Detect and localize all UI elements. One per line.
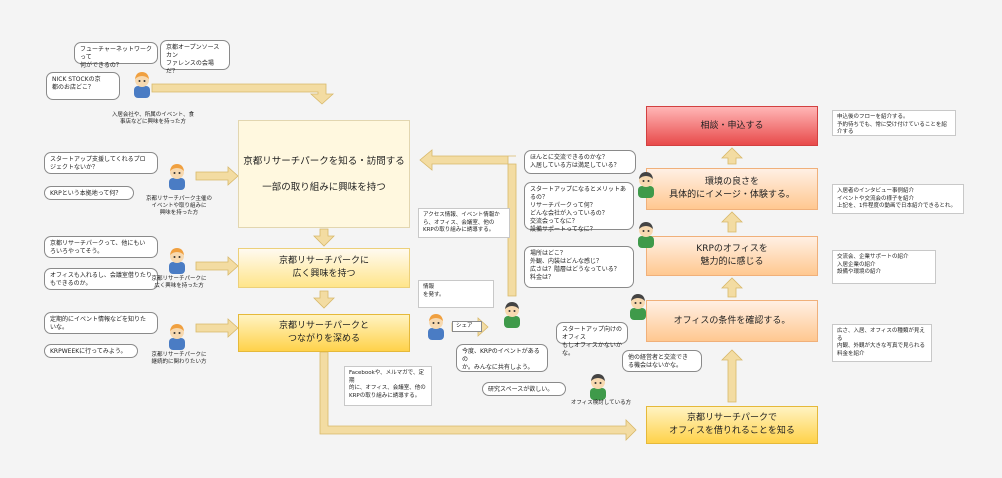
speech-bubble: オフィスも入れるし、会議室借りたり もできるのか。 [44,268,158,290]
note-info: 情報 を発す。 [418,280,494,308]
box-wide-interest: 京都リサーチパークに 広く興味を持つ [238,248,410,288]
arrow-top [151,83,335,105]
note-flow: 申込後のフローを紹介する。 予約待ちでも、常に受け付けていることを紹介する [832,110,956,136]
arrow-p3 [195,256,239,276]
arrow-down-2 [313,290,335,309]
speech-bubble: フューチャーネットワークって 何ができるの？ [74,42,158,69]
note-size: 広さ、入居、オフィスの種類が見える 内観、外観が大きな写真で見られる 料金を紹介 [832,324,932,362]
speech-bubble: 今度、KRPのイベントがあるの か。みんなに共有しよう。 [456,344,548,372]
arrow-return [419,149,517,297]
speech-bubble: スタートアップになるとメリットあるの？ リサーチパークって何？ どんな会社が入っ… [524,182,634,233]
arrow-up-4 [721,147,743,165]
share-tag: シェア [452,321,482,332]
person-icon [165,162,189,190]
arrow-long [319,351,637,441]
speech-bubble: KRPという本拠地って何？ [44,186,134,200]
persona-caption: 入居会社や、所属のイベント、食 事店などに興味を持った方 [111,112,195,125]
note-access: アクセス情報、イベント情報か ら、オフィス、会議室、他の KRPの取り組みに誘導… [418,208,510,238]
person-icon [130,70,154,98]
person-icon [634,170,658,198]
speech-bubble: ほんとに交流できるのかな？ 入居している方は満足している？ [524,150,636,174]
speech-bubble: KRPWEEKに行ってみよう。 [44,344,138,358]
persona-caption: 京都リサーチパーク主催の イベントや取り組みに 興味を持った方 [145,196,212,216]
person-icon [500,300,524,328]
persona-caption: 京都リサーチパークに 広く興味を持った方 [151,276,207,289]
arrow-up-2 [721,277,743,298]
persona-caption: オフィス検討している方 [570,400,632,406]
arrow-up-3 [721,211,743,233]
person-icon [586,372,610,400]
box-deepen: 京都リサーチパークと つながりを深める [238,314,410,352]
person-icon [626,292,650,320]
box-research-park: 京都リサーチパークを知る・訪問する 一部の取り組みに興味を持つ [238,120,410,228]
speech-bubble: 他の経営者と交流でき る機会はないかな。 [622,350,702,372]
speech-bubble: 研究スペースが欲しい。 [482,382,566,396]
arrow-up-1 [721,349,743,403]
person-icon [165,322,189,350]
person-icon [634,220,658,248]
box-conditions: オフィスの条件を確認する。 [646,300,818,342]
speech-bubble: 京都リサーチパークって、他にもい ろいろやってそう。 [44,236,158,258]
note-facebook: Facebookや、メルマガで、定期 的に、オフィス、会議室、他の KRPの取り… [344,366,432,406]
speech-bubble: NICK STOCKの京 都のお店どこ？ [46,72,120,100]
person-icon [165,246,189,274]
note-support: 交流会、企業サポートの紹介 入居企業の紹介 設備や環境の紹介 [832,250,936,284]
box-office-know: 京都リサーチパークで オフィスを借りれることを知る [646,406,818,444]
speech-bubble: スタートアップ支援してくれるプロ ジェクトないか？ [44,152,158,174]
speech-bubble: 場所はどこ？ 外観、内装はどんな感じ？ 広さは？階層はどうなっている？ 料金は？ [524,246,634,288]
speech-bubble: 京都オープンソースカン ファレンスの会場だ？ [160,40,230,75]
box-attractive: KRPのオフィスを 魅力的に感じる [646,236,818,276]
speech-bubble: 定期的にイベント情報などを知りた いな。 [44,312,158,334]
speech-bubble: スタートアップ向けのオフィス もしオフィスかないかな。 [556,322,628,357]
arrow-down-1 [313,228,335,247]
persona-caption: 京都リサーチパークに 継続的に関わりたい方 [151,352,207,365]
box-environment: 環境の良さを 具体的にイメージ・体験する。 [646,168,818,210]
box-contact: 相談・申込する [646,106,818,146]
arrow-p2 [195,166,239,186]
person-icon [424,312,448,340]
arrow-p4 [195,318,239,338]
note-interview: 入居者のインタビュー事例紹介 イベントや交流会の様子を紹介 上記を、1件程度の動… [832,184,964,214]
